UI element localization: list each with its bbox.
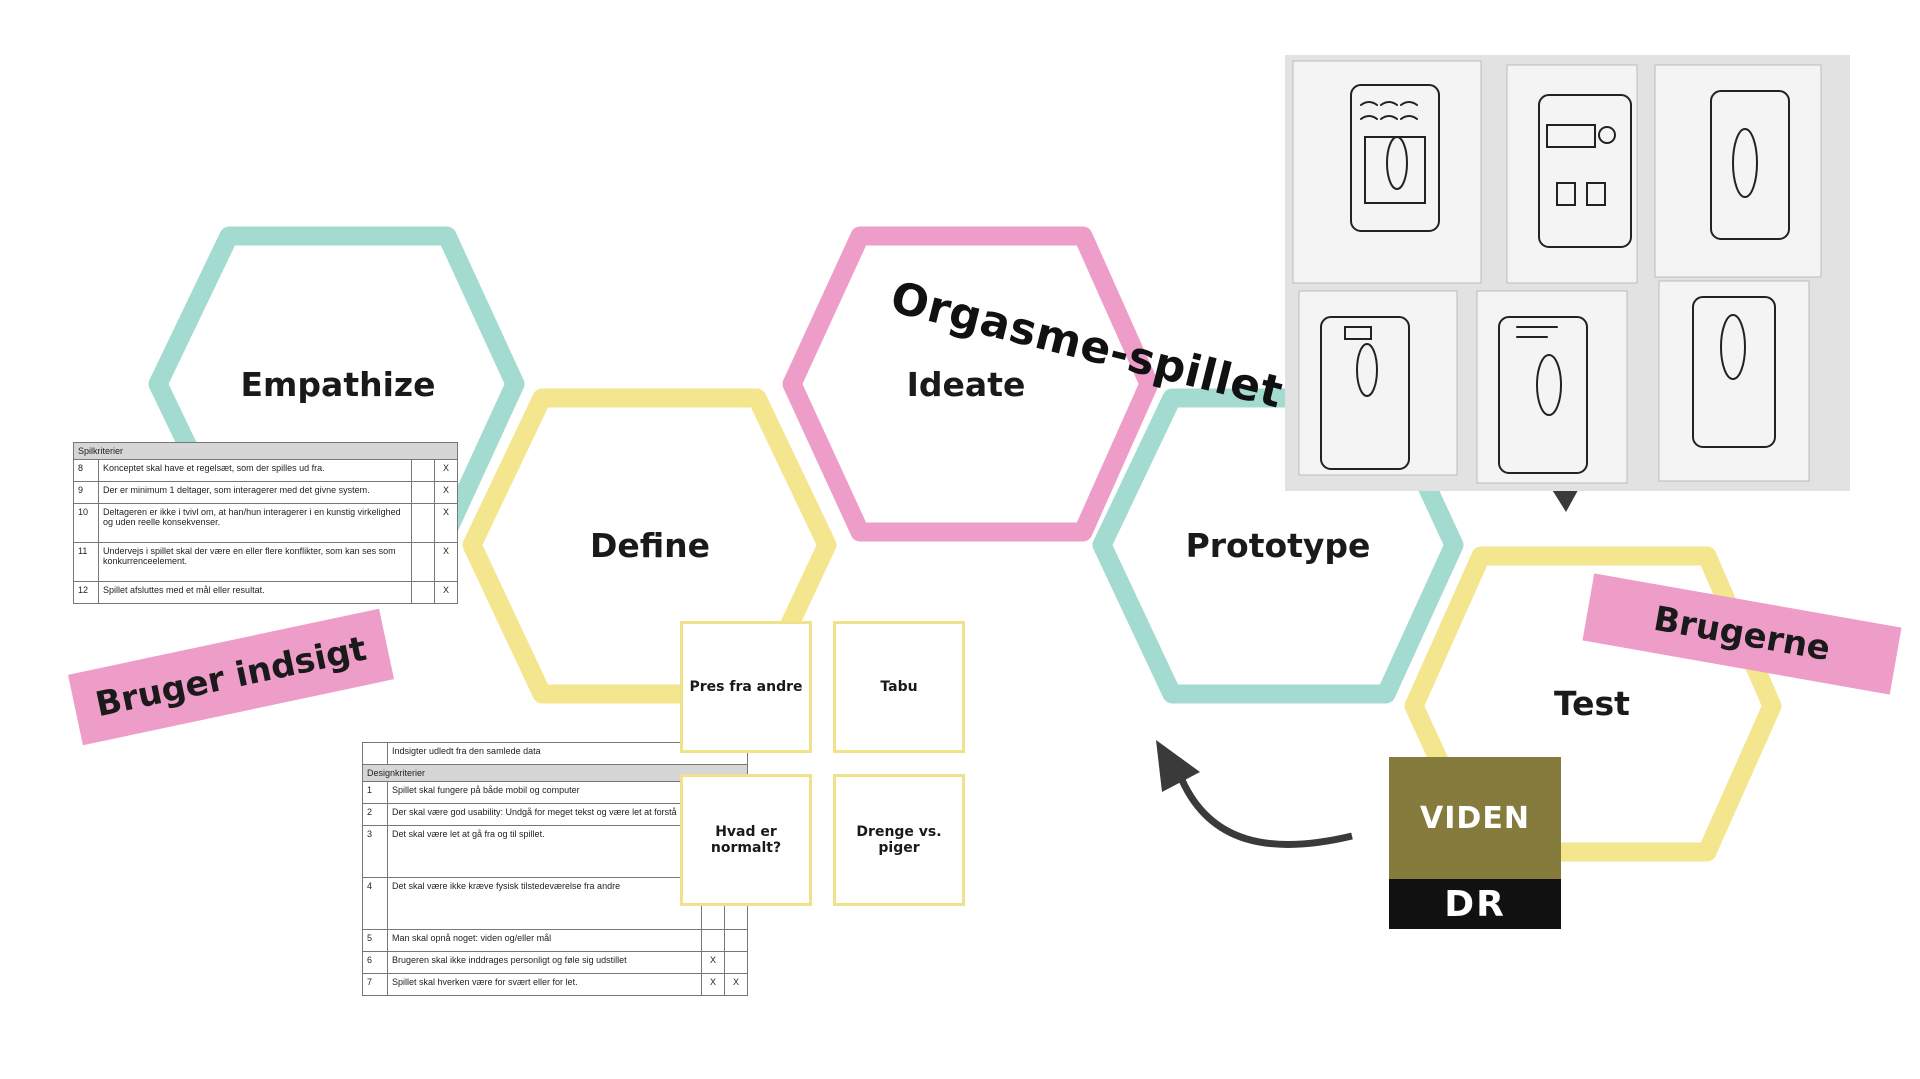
row-text: Konceptet skal have et regelsæt, som der… — [98, 459, 412, 482]
stage-label-prototype: Prototype — [1186, 526, 1371, 565]
table-row: 6 Brugeren skal ikke inddrages personlig… — [362, 951, 748, 974]
table-row: 10 Deltageren er ikke i tvivl om, at han… — [73, 503, 458, 543]
table-row: 12 Spillet afsluttes med et mål eller re… — [73, 581, 458, 604]
row-number-empty — [362, 742, 388, 765]
row-number: 2 — [362, 803, 388, 826]
stage-label-test: Test — [1554, 684, 1630, 723]
row-mark: X — [434, 459, 458, 482]
card-hvad-er-normalt: Hvad er normalt? — [680, 774, 812, 906]
table-row: Indsigter udledt fra den samlede data — [362, 742, 748, 765]
row-number: 3 — [362, 825, 388, 878]
row-number: 6 — [362, 951, 388, 974]
row-text: Man skal opnå noget: viden og/eller mål — [387, 929, 702, 952]
row-mark-empty — [411, 481, 435, 504]
row-mark: X — [701, 973, 725, 996]
row-number: 7 — [362, 973, 388, 996]
row-number: 8 — [73, 459, 99, 482]
row-mark-empty — [411, 503, 435, 543]
table-row: 9 Der er minimum 1 deltager, som interag… — [73, 481, 458, 504]
spilkriterier-header: Spilkriterier — [73, 442, 458, 460]
table-row: 7 Spillet skal hverken være for svært el… — [362, 973, 748, 996]
spilkriterier-table: Spilkriterier 8 Konceptet skal have et r… — [73, 442, 458, 604]
row-number: 12 — [73, 581, 99, 604]
table-row: 8 Konceptet skal have et regelsæt, som d… — [73, 459, 458, 482]
designkriterier-header: Designkriterier — [362, 764, 748, 782]
table-row: 11 Undervejs i spillet skal der være en … — [73, 542, 458, 582]
row-text: Spillet skal hverken være for svært elle… — [387, 973, 702, 996]
table-row: 5 Man skal opnå noget: viden og/eller må… — [362, 929, 748, 952]
row-mark: X — [434, 581, 458, 604]
paper-prototype-photo — [1285, 55, 1850, 491]
card-pres-fra-andre: Pres fra andre — [680, 621, 812, 753]
row-text: Der er minimum 1 deltager, som interager… — [98, 481, 412, 504]
row-mark-empty — [411, 581, 435, 604]
card-drenge-vs-piger: Drenge vs. piger — [833, 774, 965, 906]
card-tabu: Tabu — [833, 621, 965, 753]
row-text: Spillet skal fungere på både mobil og co… — [387, 781, 702, 804]
row-number: 11 — [73, 542, 99, 582]
row-number: 1 — [362, 781, 388, 804]
row-text: Brugeren skal ikke inddrages personligt … — [387, 951, 702, 974]
stage-label-ideate: Ideate — [907, 365, 1026, 404]
paper-sketches-image — [1285, 55, 1850, 491]
row-mark-empty — [411, 542, 435, 582]
stage-label-define: Define — [590, 526, 710, 565]
row-mark — [701, 929, 725, 952]
stage-label-empathize: Empathize — [241, 365, 436, 404]
row-number: 5 — [362, 929, 388, 952]
row-mark: X — [701, 951, 725, 974]
hexagon-ideate — [782, 226, 1159, 542]
hexagon-define — [462, 388, 837, 704]
row-text: Det skal være ikke kræve fysisk tilstede… — [387, 877, 702, 930]
row-number: 10 — [73, 503, 99, 543]
row-mark: X — [724, 973, 748, 996]
row-mark-empty — [411, 459, 435, 482]
row-mark: X — [434, 481, 458, 504]
dr-viden-logo: VIDEN DR — [1389, 757, 1561, 929]
hexagon-prototype — [1092, 388, 1464, 704]
row-text: Undervejs i spillet skal der være en ell… — [98, 542, 412, 582]
row-text: Deltageren er ikke i tvivl om, at han/hu… — [98, 503, 412, 543]
arrow-to-prototype-head — [1156, 740, 1200, 792]
row-text: Det skal være let at gå fra og til spill… — [387, 825, 702, 878]
logo-dr-text: DR — [1389, 879, 1561, 929]
row-mark — [724, 951, 748, 974]
row-text: Spillet afsluttes med et mål eller resul… — [98, 581, 412, 604]
logo-viden-text: VIDEN — [1389, 757, 1561, 879]
row-mark: X — [434, 503, 458, 543]
row-mark: X — [434, 542, 458, 582]
row-number: 9 — [73, 481, 99, 504]
arrow-to-prototype — [1178, 778, 1353, 848]
row-mark — [724, 929, 748, 952]
row-text: Der skal være god usability: Undgå for m… — [387, 803, 702, 826]
row-number: 4 — [362, 877, 388, 930]
